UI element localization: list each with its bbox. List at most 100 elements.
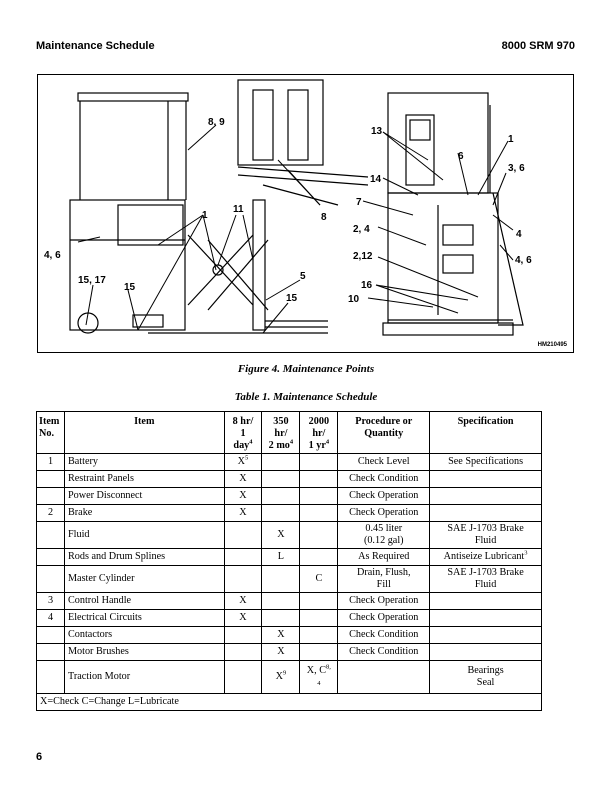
cell-350hr [261, 609, 301, 627]
cell-specification [429, 470, 542, 488]
cell-procedure: Check Operation [337, 504, 431, 522]
figure-code: HM210495 [537, 342, 567, 348]
truck-illustration [69, 79, 524, 336]
cell-item: Master Cylinder [63, 565, 225, 593]
cell-8hr: X5 [223, 453, 263, 471]
maintenance-points-figure: 8, 9 1 11 8 5 15 4, 6 15, 17 15 13 1 6 3… [37, 74, 574, 353]
callout-7: 7 [356, 197, 362, 208]
cell-2000hr: C [299, 565, 339, 593]
cell-item-no: 2 [36, 504, 65, 522]
cell-8hr [223, 660, 263, 694]
cell-item-no: 3 [36, 592, 65, 610]
callout-13: 13 [371, 126, 383, 137]
cell-specification [429, 592, 542, 610]
cell-item-no [36, 487, 65, 505]
callout-1: 1 [202, 210, 208, 221]
cell-procedure: 0.45 liter(0.12 gal) [337, 521, 431, 549]
cell-item: Rods and Drum Splines [63, 548, 225, 566]
callout-6: 6 [458, 151, 464, 162]
cell-item: Brake [63, 504, 225, 522]
callout-4-6-left: 4, 6 [44, 250, 61, 261]
cell-8hr [223, 626, 263, 644]
cell-2000hr [299, 643, 339, 661]
table-row: 3 Control Handle X Check Operation [36, 592, 542, 610]
figure-caption: Figure 4. Maintenance Points [237, 363, 375, 375]
table-row: 4 Electrical Circuits X Check Operation [36, 609, 542, 627]
table-row: Power Disconnect X Check Operation [36, 487, 542, 505]
cell-specification [429, 504, 542, 522]
cell-item: Motor Brushes [63, 643, 225, 661]
cell-item: Fluid [63, 521, 225, 549]
cell-350hr: X [261, 643, 301, 661]
cell-8hr [223, 521, 263, 549]
cell-8hr: X [223, 609, 263, 627]
cell-specification: See Specifications [429, 453, 542, 471]
header-specification: Specification [429, 411, 542, 454]
cell-item: Traction Motor [63, 660, 225, 694]
cell-350hr: X9 [261, 660, 301, 694]
callout-8-mid: 8 [321, 212, 327, 223]
cell-item: Contactors [63, 626, 225, 644]
cell-2000hr [299, 592, 339, 610]
cell-350hr [261, 470, 301, 488]
callout-16: 16 [361, 280, 373, 291]
cell-2000hr [299, 609, 339, 627]
table-row: 1 Battery X5 Check Level See Specificati… [36, 453, 542, 471]
cell-specification: Antiseize Lubricant3 [429, 548, 542, 566]
cell-procedure: Check Operation [337, 609, 431, 627]
table-legend-row: X=Check C=Change L=Lubricate [36, 693, 542, 711]
cell-2000hr [299, 453, 339, 471]
header-doc-number: 8000 SRM 970 [501, 40, 575, 52]
header-section-title: Maintenance Schedule [36, 40, 155, 52]
cell-8hr [223, 643, 263, 661]
table-row: Motor Brushes X Check Condition [36, 643, 542, 661]
callout-4-right: 4 [516, 229, 522, 240]
cell-2000hr [299, 470, 339, 488]
cell-8hr: X [223, 487, 263, 505]
callout-8-9: 8, 9 [208, 117, 225, 128]
cell-item: Restraint Panels [63, 470, 225, 488]
callout-15-mid: 15 [286, 293, 298, 304]
cell-item-no [36, 470, 65, 488]
table-row: Fluid X 0.45 liter(0.12 gal) SAE J-1703 … [36, 521, 542, 549]
callout-3-6: 3, 6 [508, 163, 525, 174]
cell-2000hr [299, 521, 339, 549]
cell-item: Power Disconnect [63, 487, 225, 505]
callout-1-right: 1 [508, 134, 514, 145]
cell-2000hr [299, 626, 339, 644]
cell-procedure: Check Condition [337, 626, 431, 644]
table-caption: Table 1. Maintenance Schedule [234, 391, 378, 403]
table-row: Restraint Panels X Check Condition [36, 470, 542, 488]
cell-specification [429, 643, 542, 661]
cell-item-no [36, 626, 65, 644]
cell-350hr: L [261, 548, 301, 566]
cell-specification [429, 609, 542, 627]
cell-350hr: X [261, 521, 301, 549]
callout-14: 14 [370, 174, 382, 185]
cell-350hr [261, 504, 301, 522]
cell-8hr: X [223, 504, 263, 522]
cell-8hr [223, 548, 263, 566]
cell-item-no [36, 565, 65, 593]
cell-procedure: Check Level [337, 453, 431, 471]
callout-11: 11 [233, 204, 244, 215]
cell-procedure: Check Operation [337, 487, 431, 505]
cell-350hr [261, 453, 301, 471]
cell-350hr [261, 565, 301, 593]
cell-procedure: Check Condition [337, 470, 431, 488]
cell-procedure: As Required [337, 548, 431, 566]
cell-procedure: Check Operation [337, 592, 431, 610]
cell-item-no [36, 521, 65, 549]
callout-10: 10 [348, 294, 360, 305]
cell-item-no [36, 548, 65, 566]
cell-procedure: Check Condition [337, 643, 431, 661]
cell-2000hr [299, 548, 339, 566]
